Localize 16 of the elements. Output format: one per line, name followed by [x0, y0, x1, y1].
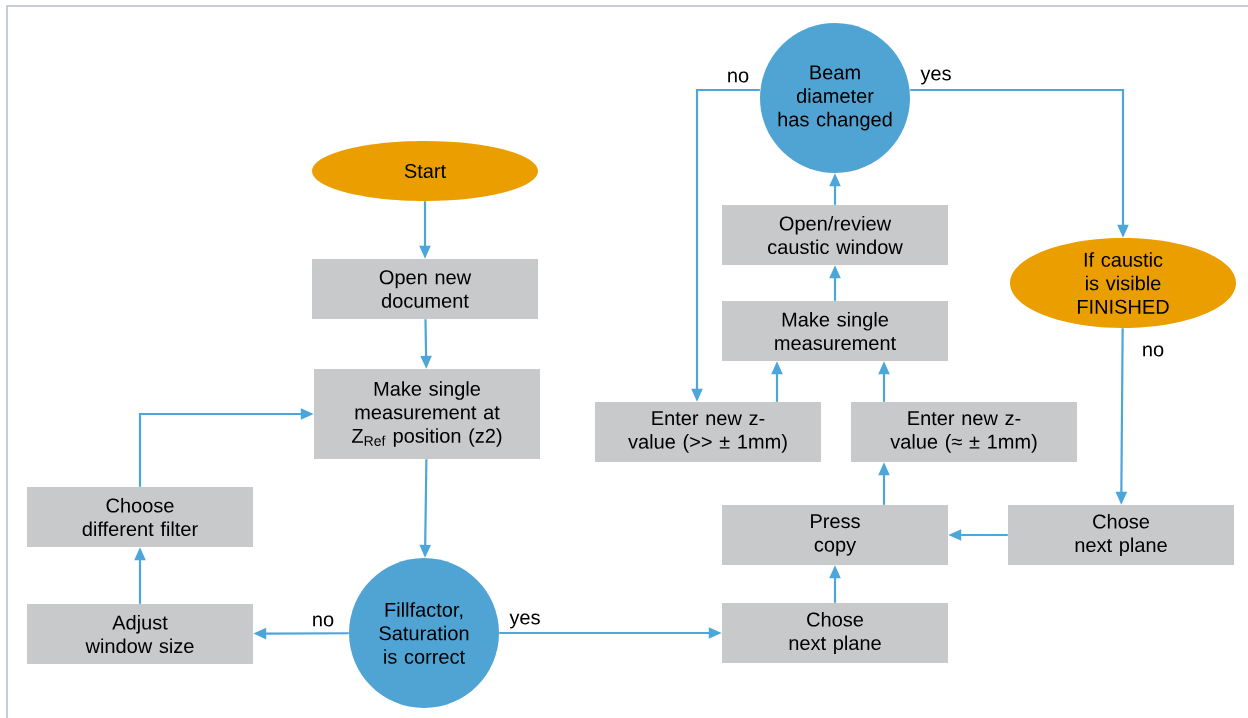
edge-label: no: [313, 615, 334, 627]
edge-label: no: [728, 71, 749, 83]
process-box: Press copy: [722, 505, 948, 565]
process-box: Chose next plane: [722, 603, 948, 663]
process-box: Chose next plane: [1008, 505, 1234, 565]
edge-label: yes: [509, 613, 540, 629]
process-box: Make single measurement: [722, 301, 948, 361]
process-box: Open/review caustic window: [722, 205, 948, 265]
edge-label: no: [1143, 345, 1164, 357]
process-box: Enter new z-value (≈ ± 1mm): [851, 402, 1077, 462]
edge-label: yes: [920, 69, 951, 85]
process-box: Enter new z-value (>> ± 1mm): [595, 402, 821, 462]
process-box: Choose different filter: [27, 487, 253, 547]
process-box: Make single measurement at Z$_{Ref}$ position (z2): [314, 369, 540, 459]
process-box: Adjust window size: [27, 604, 253, 664]
process-box: Open new document: [312, 259, 538, 319]
